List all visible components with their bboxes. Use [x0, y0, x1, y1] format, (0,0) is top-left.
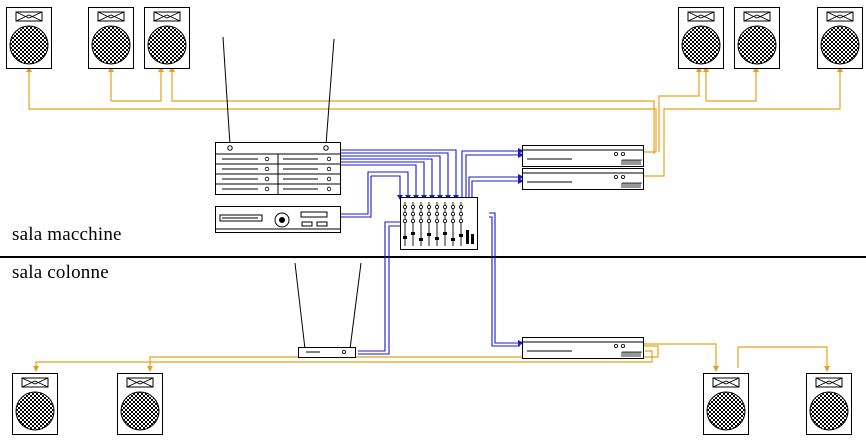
speaker-cables [28, 70, 841, 368]
power-amplifier-icon [522, 168, 644, 190]
speaker-cabinet-icon [678, 7, 724, 69]
antenna-icon [325, 38, 335, 146]
speaker-cabinet-icon [12, 373, 58, 435]
wireless-receiver-rack [215, 36, 341, 195]
antenna-icon [222, 36, 231, 146]
power-amplifier-icon [522, 337, 644, 359]
wireless-receiver-icon [294, 262, 362, 358]
speaker-cabinet-icon [117, 373, 163, 435]
speaker-cabinet-icon [817, 7, 863, 69]
speaker-cabinet-icon [88, 7, 134, 69]
speaker-cabinet-icon [703, 373, 749, 435]
speaker-cabinet-icon [806, 373, 852, 435]
cd-player-icon [215, 206, 341, 233]
signal-cables [341, 149, 520, 355]
room-label-machine-room: sala macchine [12, 224, 122, 245]
room-label-speaker-room: sala colonne [12, 262, 109, 283]
antenna-icon [294, 262, 306, 350]
speaker-cabinet-icon [734, 7, 780, 69]
mixing-console-icon [400, 197, 478, 250]
speaker-cable-arrows [26, 66, 843, 372]
power-amplifier-icon [522, 145, 644, 167]
antenna-icon [349, 262, 362, 350]
speaker-cabinet-icon [144, 7, 190, 69]
speaker-cabinet-icon [6, 7, 52, 69]
